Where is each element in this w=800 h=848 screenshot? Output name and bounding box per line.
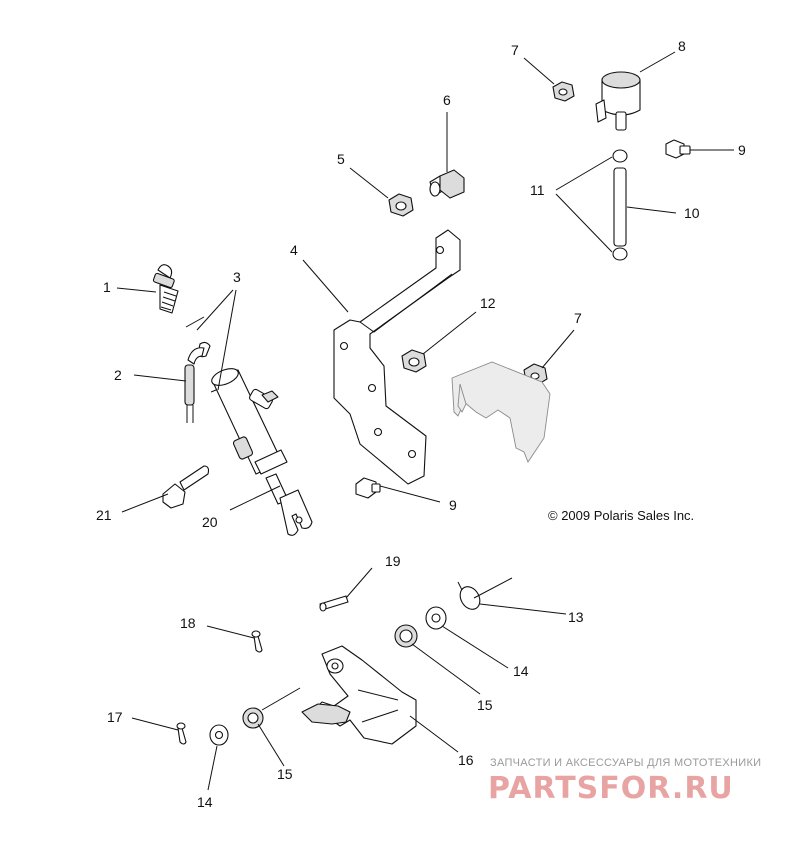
callout-12: 12 [480,295,496,311]
part-15-bushing-left [242,707,264,729]
part-19-pin [319,595,349,612]
callout-5: 5 [337,151,345,167]
callout-16: 16 [458,752,474,768]
mounting-bracket-ghost [451,361,551,463]
callout-7-top: 7 [511,42,519,58]
part-8-reservoir [595,71,641,131]
callout-10: 10 [684,205,700,221]
leader-lines [116,51,734,791]
callout-6: 6 [443,92,451,108]
part-14-washer-right [425,606,447,630]
callout-3: 3 [233,269,241,285]
callout-14-left: 14 [197,794,213,810]
part-13-spring [457,581,481,610]
part-11-clamps [612,149,628,261]
part-18-cotter-pin [251,630,263,653]
watermark-tagline: ЗАПЧАСТИ И АКСЕССУАРЫ ДЛЯ МОТОТЕХНИКИ [490,757,761,769]
callout-9-top: 9 [738,142,746,158]
part-1-bleeder-fitting [152,264,179,314]
part-6-banjo-bolt [429,169,465,199]
callout-7-right: 7 [574,310,582,326]
callout-8: 8 [678,38,686,54]
watermark: ЗАПЧАСТИ И АКСЕССУАРЫ ДЛЯ МОТОТЕХНИКИ PA… [488,757,761,806]
callout-19: 19 [385,553,401,569]
part-20-master-cylinder [211,368,313,536]
part-7-nut-top [552,81,575,102]
copyright-notice: © 2009 Polaris Sales Inc. [548,508,694,523]
part-2-hose [184,341,211,423]
callout-14-right: 14 [513,663,529,679]
part-10-tube [613,167,627,247]
callout-4: 4 [290,242,298,258]
part-4-bracket [333,229,461,485]
part-9-screw-top [665,139,691,159]
part-14-washer-left [209,724,229,746]
callout-20: 20 [202,514,218,530]
part-12-nut [401,349,427,373]
part-15-bushing-right [394,624,418,648]
part-16-pedal [301,645,417,745]
part-5-nut [388,193,414,217]
callout-11: 11 [530,182,545,198]
part-17-cotter-pin [176,722,187,745]
callout-13: 13 [568,609,584,625]
callout-21: 21 [96,507,112,523]
callout-1: 1 [103,279,111,295]
callout-9-middle: 9 [449,497,457,513]
callout-17: 17 [107,709,123,725]
callout-18: 18 [180,615,196,631]
watermark-brand: PARTSFOR.RU [488,771,734,806]
part-9-screw-middle [355,477,381,499]
callout-2: 2 [114,367,122,383]
callout-15-left: 15 [277,766,293,782]
callout-15-right: 15 [477,697,493,713]
part-21-bolt [162,465,210,509]
callout-labels: 1 2 3 4 5 6 7 7 8 9 9 10 11 12 13 14 14 … [96,38,746,810]
